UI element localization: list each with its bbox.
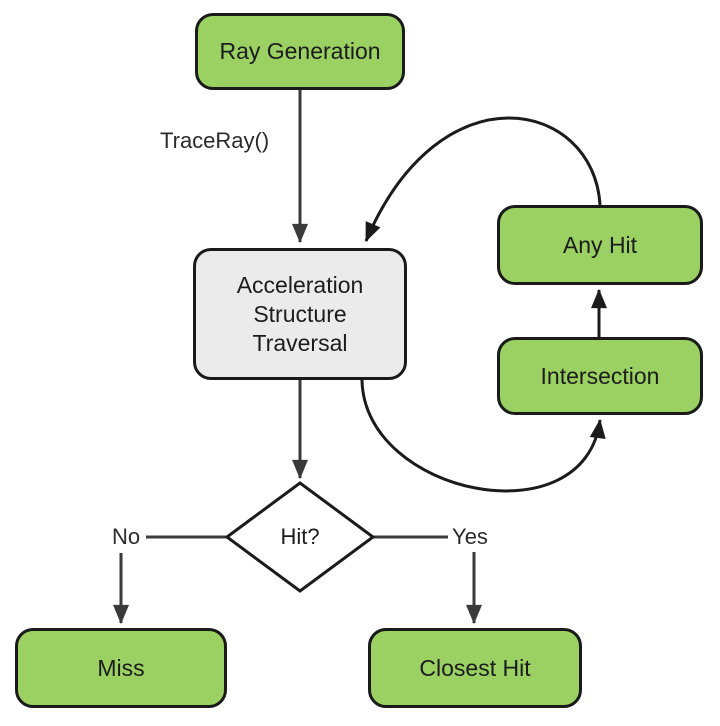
node-any-hit: Any Hit <box>497 205 703 285</box>
node-closest-hit: Closest Hit <box>368 628 582 708</box>
node-acceleration-structure-traversal: Acceleration Structure Traversal <box>193 248 407 380</box>
node-miss-label: Miss <box>97 654 145 681</box>
edge-label-yes: Yes <box>452 524 488 549</box>
edge-label-no: No <box>111 524 141 549</box>
hit-decision-label: Hit? <box>280 524 320 549</box>
edge-accel-to-intersection-loop <box>360 379 606 493</box>
edge-label-trace-ray: TraceRay() <box>160 128 270 153</box>
node-ray-generation-label: Ray Generation <box>219 38 381 64</box>
node-intersection: Intersection <box>497 337 703 415</box>
edge-anyhit-to-accel-loop <box>364 116 602 242</box>
node-any-hit-label: Any Hit <box>562 231 638 258</box>
hit-decision-diamond-shape <box>224 481 376 593</box>
node-closest-hit-label: Closest Hit <box>419 654 531 681</box>
node-acceleration-structure-traversal-label: Acceleration Structure Traversal <box>236 271 364 356</box>
node-ray-generation: Ray Generation <box>195 13 405 90</box>
node-miss: Miss <box>15 628 227 708</box>
node-intersection-label: Intersection <box>540 362 660 389</box>
